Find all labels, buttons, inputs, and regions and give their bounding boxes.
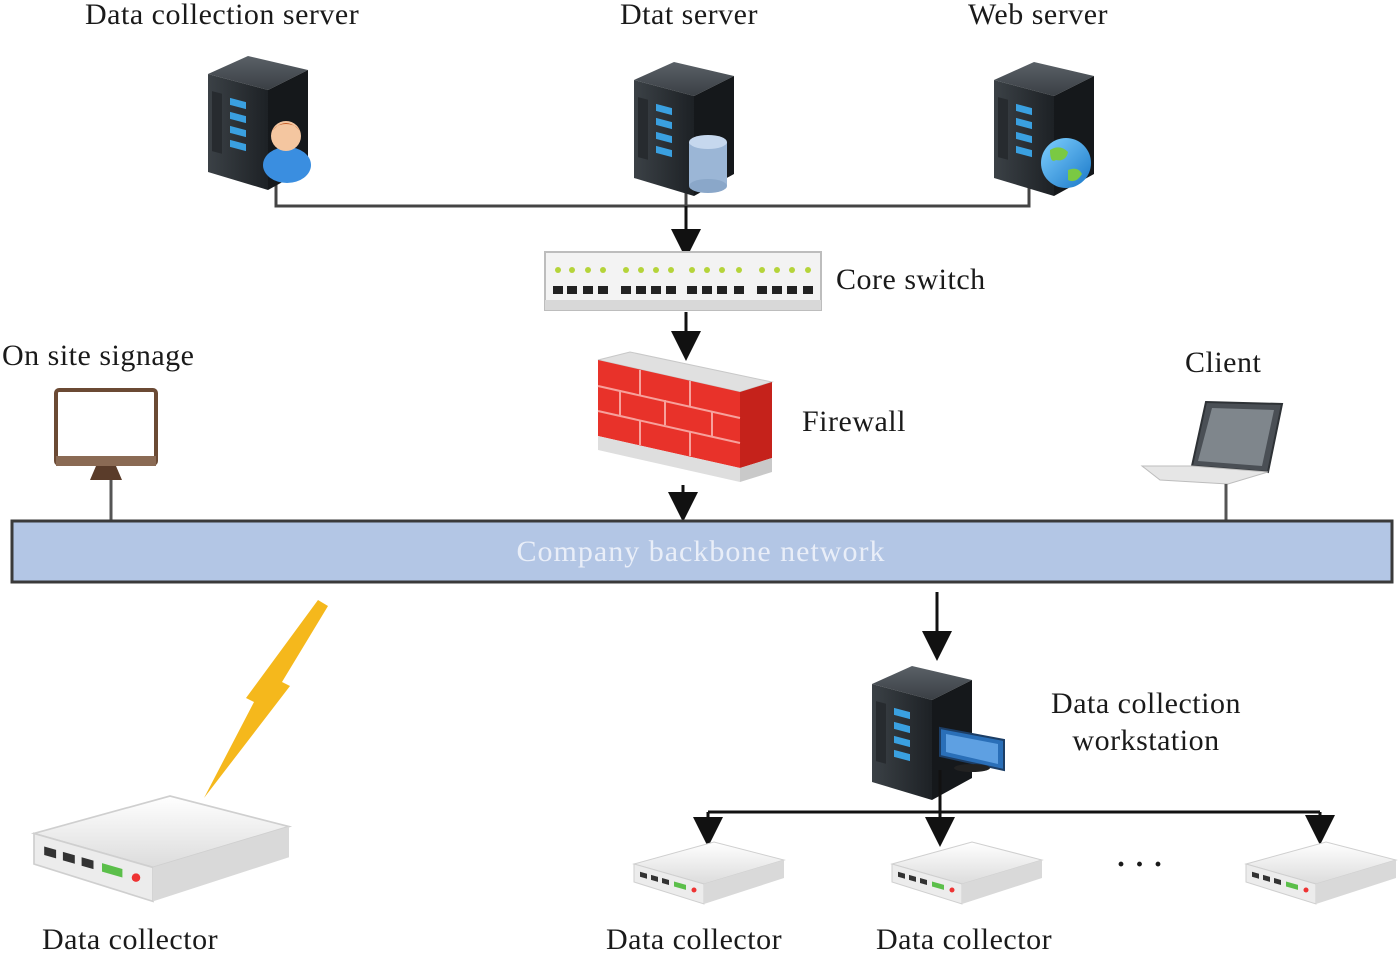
label-backbone-network: Company backbone network (516, 535, 886, 568)
collector-bus-lines (708, 770, 1320, 814)
router-box-icon (1245, 841, 1397, 905)
label-web-server: Web server (968, 0, 1109, 31)
label-ellipsis: · · · (1116, 848, 1164, 881)
label-client: Client (1185, 346, 1262, 379)
label-data-collection-server: Data collection server (85, 0, 360, 31)
router-box-icon (33, 795, 290, 903)
router-box-icon (633, 841, 785, 905)
label-workstation-line2: workstation (1072, 724, 1220, 757)
label-collector-left: Data collector (42, 923, 219, 956)
label-collector-mid1: Data collector (606, 923, 783, 956)
label-collector-mid2: Data collector (876, 923, 1053, 956)
globe-icon (1041, 138, 1091, 188)
monitor-icon (54, 388, 158, 521)
wireless-lightning-icon (204, 600, 328, 798)
label-core-switch: Core switch (836, 263, 986, 296)
network-switch-icon (544, 251, 822, 311)
label-on-site-signage: On site signage (2, 339, 195, 372)
workstation-screen-icon (939, 726, 1005, 772)
label-firewall: Firewall (802, 405, 906, 438)
person-icon (263, 121, 311, 183)
database-icon (689, 135, 727, 193)
firewall-brick-icon (597, 351, 774, 482)
label-data-server: Dtat server (620, 0, 758, 31)
router-box-icon (891, 841, 1043, 905)
backbone-network-bar (10, 519, 1394, 584)
label-workstation-line1: Data collection (1051, 687, 1241, 720)
laptop-icon (1140, 400, 1284, 521)
server-bus-lines (274, 180, 1031, 208)
